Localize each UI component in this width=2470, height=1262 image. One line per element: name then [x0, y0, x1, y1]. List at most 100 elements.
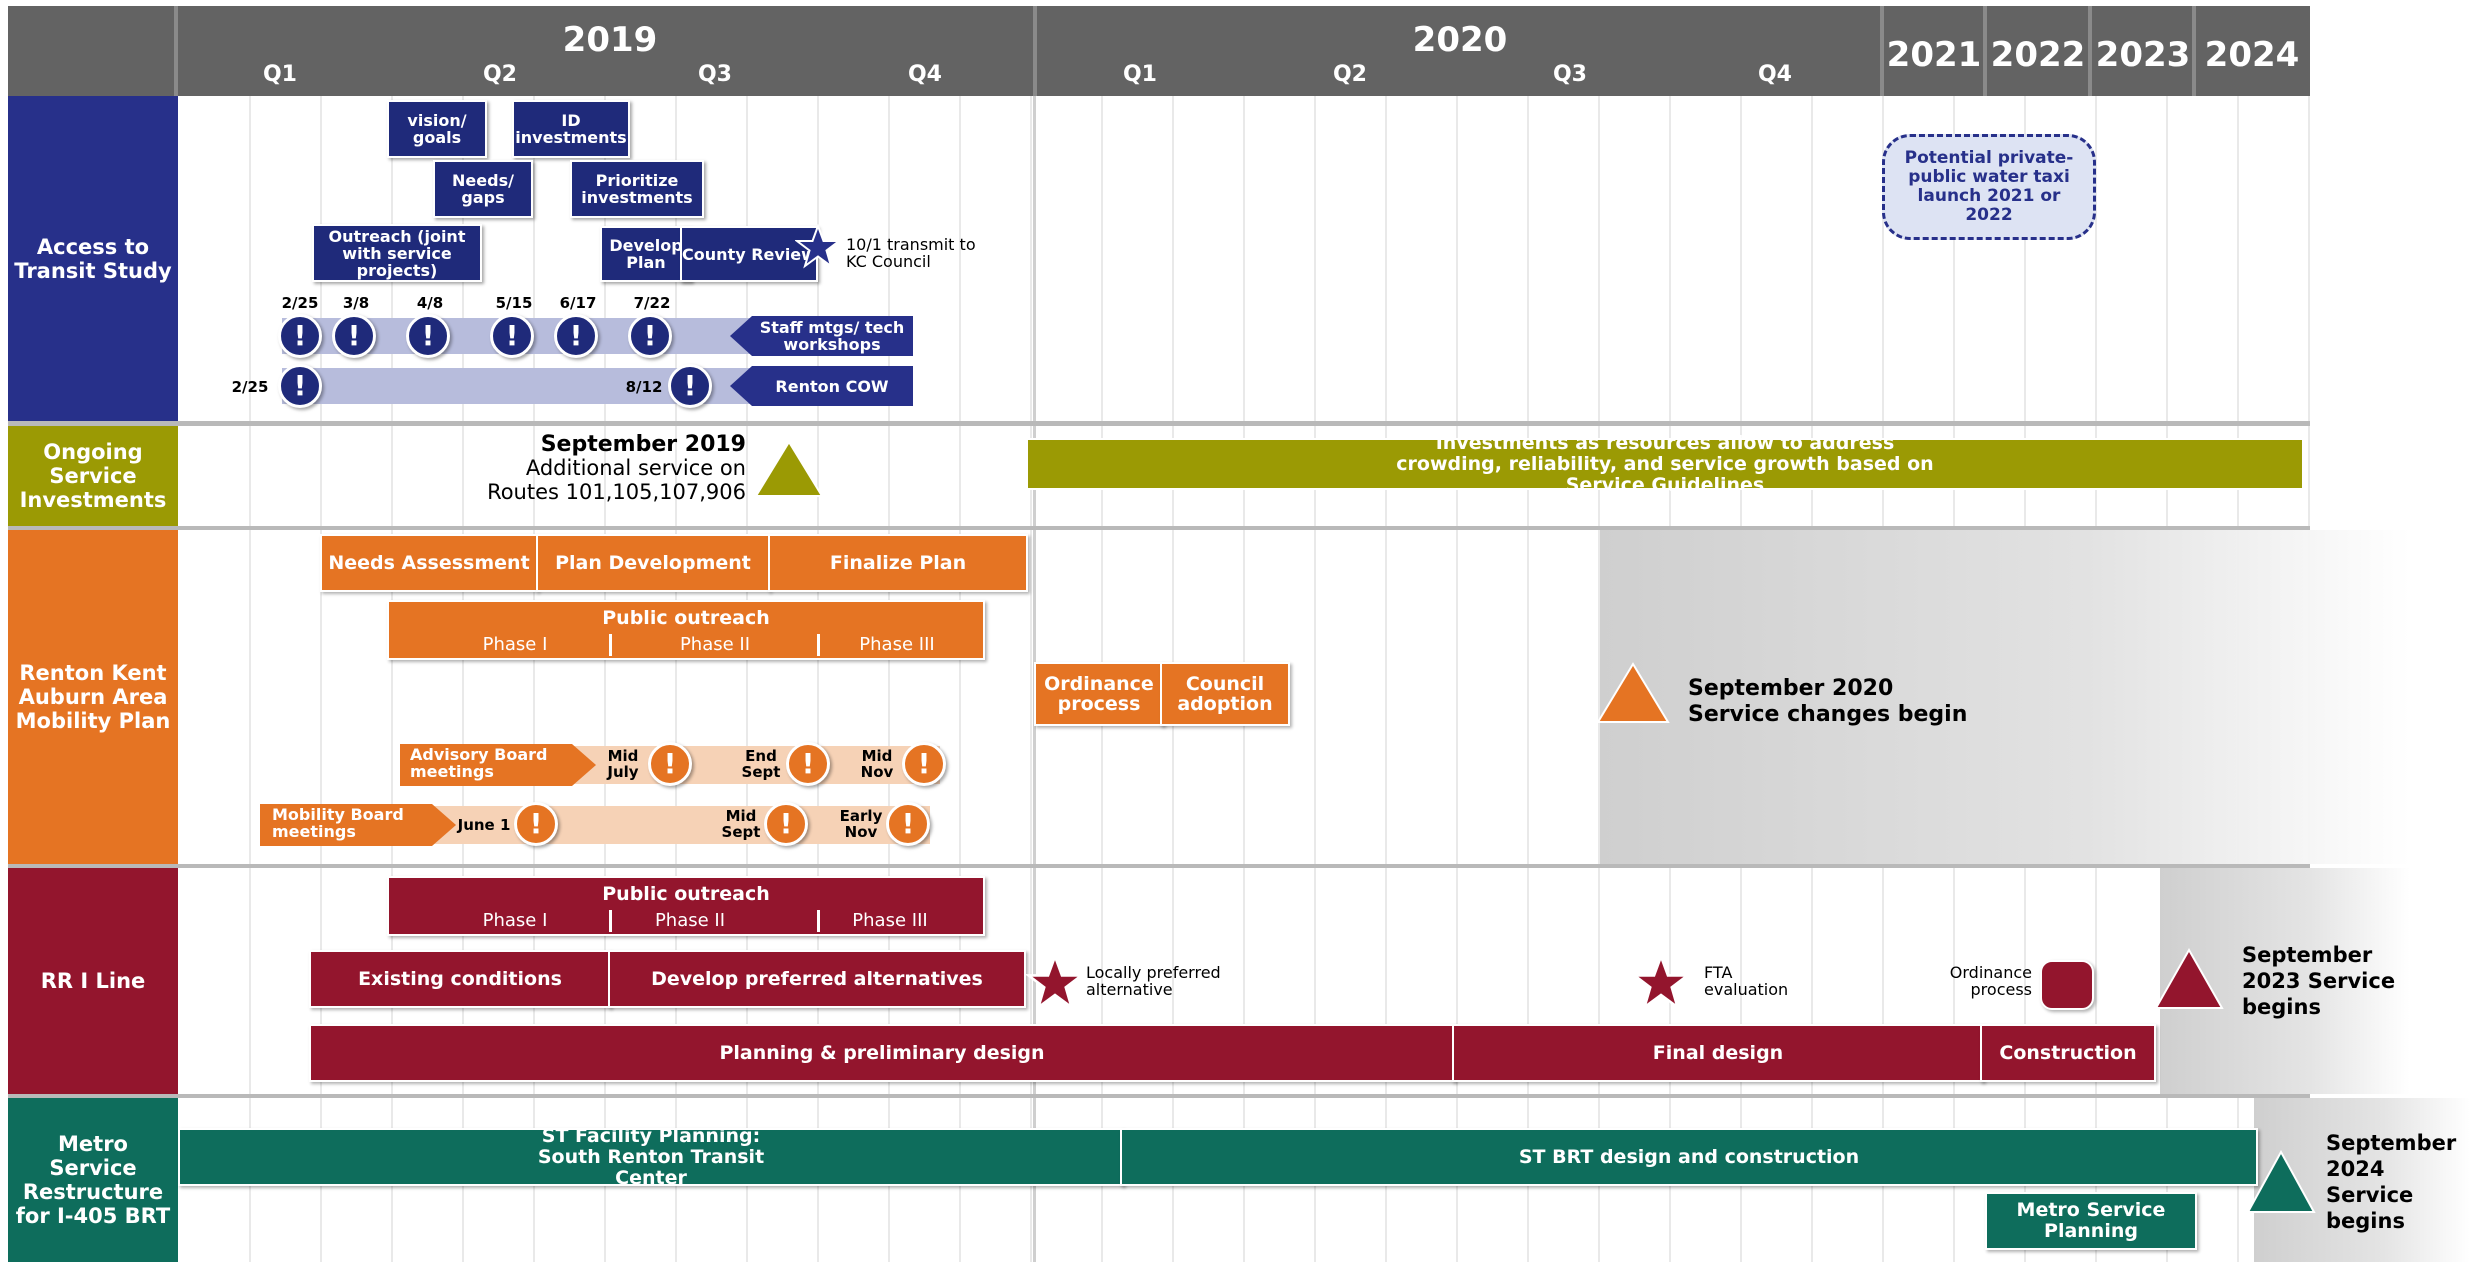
task-planning-preliminary-design: Planning & preliminary design — [309, 1024, 1455, 1082]
date-label: Mid Sept — [721, 807, 761, 841]
fta-note: FTA evaluation — [1704, 963, 1789, 999]
year-label-2024: 2024 — [2204, 35, 2300, 75]
advisory-board-label: Advisory Board meetings — [410, 745, 548, 781]
phase-tick — [609, 634, 612, 656]
service-zone-2020 — [1600, 530, 2410, 864]
task-vision-goals: vision/ goals — [387, 100, 487, 158]
sep-2023-note: September 2023 Service begins — [2242, 943, 2396, 1019]
row-divider — [8, 526, 2310, 530]
sep-2024-note: September 2024 Service begins — [2326, 1131, 2457, 1233]
quarter-label: Q2 — [1332, 62, 1367, 87]
rr-ordinance-note: Ordinance process — [1949, 963, 2032, 999]
meeting-icon: ! — [332, 314, 376, 358]
year-label-2021: 2021 — [1886, 35, 1982, 75]
milestone-triangle-icon — [2246, 1149, 2316, 1214]
rr-phase-label: Phase III — [852, 910, 928, 931]
meeting-icon: ! — [554, 314, 598, 358]
task-construction: Construction — [1980, 1024, 2156, 1082]
phase-tick — [609, 910, 612, 932]
renton-cow-label: Renton COW — [775, 376, 889, 396]
date-label: 6/17 — [559, 294, 597, 312]
row-divider — [8, 1094, 2310, 1098]
year-label-2023: 2023 — [2095, 35, 2191, 75]
meeting-icon: ! — [764, 802, 808, 846]
task-st-brt-design: ST BRT design and construction — [1120, 1128, 2258, 1186]
date-label: 5/15 — [495, 294, 533, 312]
quarter-label: Q2 — [482, 62, 517, 87]
rka-phase-label: Phase III — [859, 634, 935, 655]
renton-cow-arrow — [730, 366, 913, 406]
staff-meetings-arrow — [730, 316, 913, 356]
month-gridline — [746, 96, 748, 1262]
row-divider — [8, 864, 2310, 868]
task-metro-service-planning: Metro Service Planning — [1985, 1192, 2197, 1250]
meeting-icon: ! — [668, 364, 712, 408]
month-gridline — [1527, 96, 1529, 1262]
star-icon — [1630, 952, 1692, 1012]
timeline-header — [8, 6, 2310, 96]
month-gridline — [604, 96, 606, 1262]
sep-2020-sub: Service changes begin — [1688, 702, 1968, 727]
quarter-label: Q3 — [1552, 62, 1587, 87]
month-gridline — [959, 96, 961, 1262]
date-label: 2/25 — [231, 378, 269, 396]
milestone-triangle-icon — [1596, 662, 1670, 724]
task-finalize-plan: Finalize Plan — [768, 534, 1028, 592]
task-needs-gaps: Needs/ gaps — [433, 160, 533, 218]
ordinance-marker — [2040, 960, 2094, 1010]
row-label-access-to-transit: Access to Transit Study — [8, 96, 178, 422]
task-id-investments: ID investments — [512, 100, 630, 158]
ongoing-investments-bar: Investments as resources allow to addres… — [1026, 432, 2304, 495]
rka-phase-label: Phase I — [482, 634, 548, 655]
meeting-icon: ! — [902, 742, 946, 786]
header-divider — [1983, 6, 1987, 96]
task-existing-conditions: Existing conditions — [309, 950, 611, 1008]
row-label-rr-i-line: RR I Line — [8, 868, 178, 1094]
month-gridline — [1385, 96, 1387, 1262]
meeting-icon: ! — [490, 314, 534, 358]
month-gridline — [391, 96, 393, 1262]
star-icon — [1024, 952, 1086, 1012]
row-divider — [8, 421, 2310, 426]
date-label: Mid Nov — [860, 747, 894, 781]
row-label-rka-mobility-plan: Renton Kent Auburn Area Mobility Plan — [8, 530, 178, 864]
phase-tick — [817, 634, 820, 656]
sep-2019-line1: Additional service on — [525, 456, 746, 480]
sep-2019-title: September 2019 — [540, 432, 746, 457]
rr-public-outreach: Public outreach — [387, 876, 985, 936]
date-label: End Sept — [741, 747, 781, 781]
task-outreach-joint: Outreach (joint with service projects) — [312, 224, 482, 282]
task-council-adoption: Council adoption — [1160, 662, 1290, 726]
year-label-2022: 2022 — [1990, 35, 2086, 75]
mobility-board-label: Mobility Board meetings — [272, 805, 404, 841]
row-label-ongoing-service: Ongoing Service Investments — [8, 426, 178, 526]
star-icon — [794, 223, 842, 270]
rr-outreach-title: Public outreach — [602, 883, 770, 905]
task-st-facility-planning: ST Facility Planning: South Renton Trans… — [178, 1125, 1124, 1188]
task-final-design: Final design — [1452, 1024, 1984, 1082]
header-divider — [1880, 6, 1884, 96]
task-plan-development: Plan Development — [536, 534, 770, 592]
header-divider — [2192, 6, 2196, 96]
month-gridline — [888, 96, 890, 1262]
month-gridline — [1314, 96, 1316, 1262]
rka-outreach-title: Public outreach — [602, 607, 770, 629]
task-develop-plan: Develop Plan — [600, 226, 692, 282]
lpa-note: Locally preferred alternative — [1086, 963, 1221, 999]
phase-tick — [817, 910, 820, 932]
task-develop-preferred-alternatives: Develop preferred alternatives — [608, 950, 1026, 1008]
rka-phase-label: Phase II — [679, 634, 751, 655]
meeting-icon: ! — [514, 802, 558, 846]
header-divider — [1033, 6, 1037, 96]
month-gridline — [462, 96, 464, 1262]
meeting-icon: ! — [278, 364, 322, 408]
task-county-review: County Review — [680, 226, 818, 282]
meeting-icon: ! — [786, 742, 830, 786]
quarter-label: Q1 — [1122, 62, 1157, 87]
milestone-triangle-icon — [754, 440, 824, 498]
rr-phase-label: Phase II — [654, 910, 726, 931]
meeting-icon: ! — [648, 742, 692, 786]
quarter-label: Q4 — [907, 62, 942, 87]
header-divider — [2088, 6, 2092, 96]
task-ordinance-process: Ordinance process — [1034, 662, 1164, 726]
